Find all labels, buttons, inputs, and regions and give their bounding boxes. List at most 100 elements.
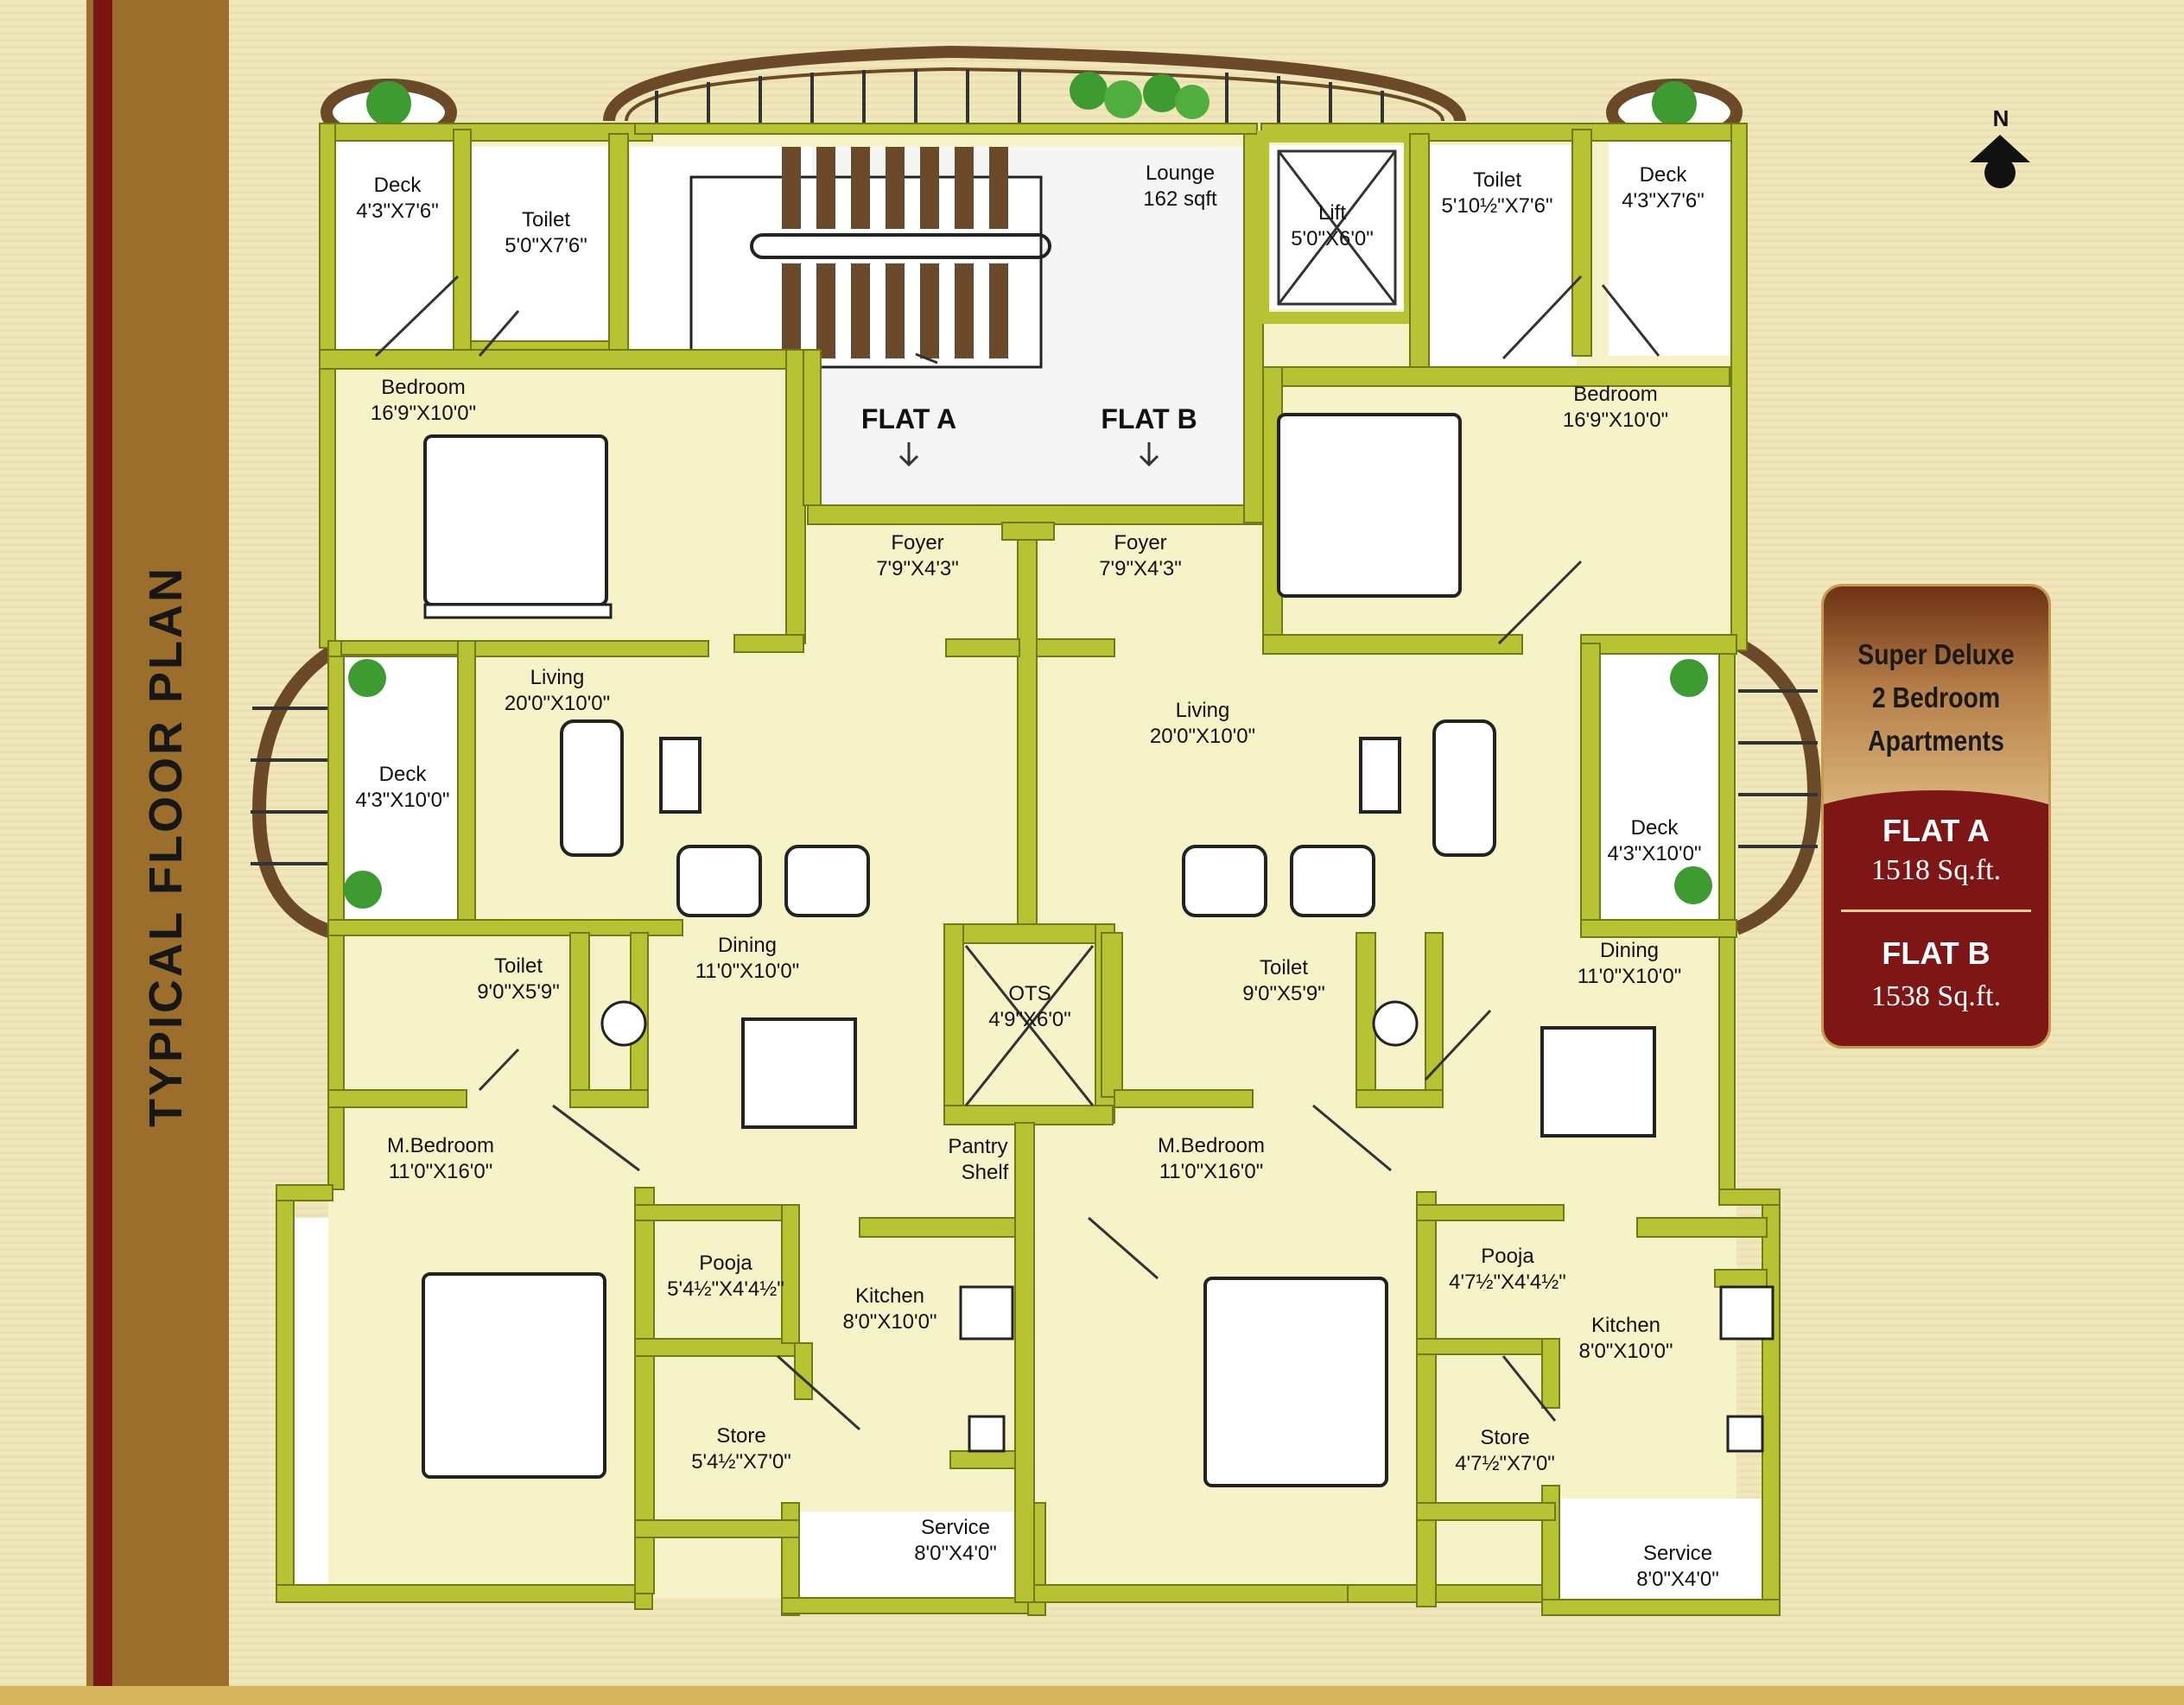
svg-text:Shelf: Shelf xyxy=(962,1161,1009,1184)
svg-text:4'7½"X4'4½": 4'7½"X4'4½" xyxy=(1449,1271,1566,1294)
svg-text:Service: Service xyxy=(1643,1542,1712,1565)
room-label-toilet-top-left: Toilet 5'0"X7'6" xyxy=(505,208,587,257)
room-label-deck-top-right: Deck 4'3"X7'6" xyxy=(1622,163,1705,212)
room-label-deck-mid-left: Deck 4'3"X10'0" xyxy=(356,763,450,812)
svg-text:9'0"X5'9": 9'0"X5'9" xyxy=(1242,982,1325,1005)
room-label-kitchen-a: Kitchen 8'0"X10'0" xyxy=(843,1284,937,1334)
plant-icon xyxy=(344,659,1712,909)
top-balcony xyxy=(603,45,1466,130)
svg-text:7'9"X4'3": 7'9"X4'3" xyxy=(1099,557,1182,580)
svg-text:16'9"X10'0": 16'9"X10'0" xyxy=(371,402,476,425)
room-label-pooja-b: Pooja 4'7½"X4'4½" xyxy=(1449,1245,1566,1294)
room-label-foyer-a: Foyer 7'9"X4'3" xyxy=(876,531,959,580)
card-flat-a-area: 1518 Sq.ft. xyxy=(1870,854,2002,886)
svg-text:Toilet: Toilet xyxy=(1260,956,1308,979)
svg-text:7'9"X4'3": 7'9"X4'3" xyxy=(876,557,959,580)
svg-text:5'0"X6'0": 5'0"X6'0" xyxy=(1291,227,1374,250)
svg-text:Lounge: Lounge xyxy=(1146,162,1215,185)
flat-b-label: FLAT B xyxy=(1101,403,1197,434)
svg-text:Deck: Deck xyxy=(1640,163,1688,187)
svg-text:5'0"X7'6": 5'0"X7'6" xyxy=(505,234,587,257)
svg-text:Kitchen: Kitchen xyxy=(855,1284,924,1308)
svg-text:16'9"X10'0": 16'9"X10'0" xyxy=(1563,409,1668,432)
svg-text:Deck: Deck xyxy=(374,174,422,197)
svg-text:Store: Store xyxy=(716,1424,765,1448)
svg-text:4'3"X7'6": 4'3"X7'6" xyxy=(1622,189,1705,212)
svg-text:Living: Living xyxy=(530,666,585,689)
room-label-foyer-b: Foyer 7'9"X4'3" xyxy=(1099,531,1182,580)
svg-text:Living: Living xyxy=(1176,699,1230,722)
table-icon xyxy=(659,737,1656,1138)
svg-text:8'0"X4'0": 8'0"X4'0" xyxy=(1636,1568,1719,1591)
svg-text:5'4½"X4'4½": 5'4½"X4'4½" xyxy=(667,1277,784,1301)
svg-text:11'0"X16'0": 11'0"X16'0" xyxy=(389,1160,493,1183)
room-label-lift: Lift 5'0"X6'0" xyxy=(1291,201,1374,250)
lift-cross xyxy=(1277,149,1397,306)
svg-text:Foyer: Foyer xyxy=(1114,531,1166,555)
svg-text:Dining: Dining xyxy=(1600,939,1659,962)
svg-text:Foyer: Foyer xyxy=(891,531,943,555)
room-label-pooja-a: Pooja 5'4½"X4'4½" xyxy=(667,1252,784,1301)
card-arc xyxy=(1824,790,2048,894)
card-title-line: 2 Bedroom xyxy=(1871,681,2001,713)
flat-arrow-icon xyxy=(898,442,1159,467)
room-label-service-a: Service 8'0"X4'0" xyxy=(914,1516,997,1565)
walls xyxy=(276,123,1781,1616)
svg-text:4'3"X10'0": 4'3"X10'0" xyxy=(1608,842,1702,865)
svg-text:4'3"X10'0": 4'3"X10'0" xyxy=(356,789,450,812)
svg-text:162 sqft: 162 sqft xyxy=(1143,187,1217,211)
ots-cross xyxy=(964,945,1095,1106)
bed-icon xyxy=(1277,413,1462,598)
svg-text:Bedroom: Bedroom xyxy=(1573,383,1657,406)
sofa-icon xyxy=(560,719,1496,917)
card-title-line: Super Deluxe xyxy=(1857,638,2015,670)
room-label-living-b: Living 20'0"X10'0" xyxy=(1150,699,1255,748)
flat-a-label: FLAT A xyxy=(861,403,956,434)
room-label-bedroom-b: Bedroom 16'9"X10'0" xyxy=(1563,383,1668,432)
side-balcony-right xyxy=(1733,637,1822,935)
north-label: N xyxy=(1992,105,2009,131)
svg-text:Store: Store xyxy=(1480,1426,1529,1449)
svg-text:Dining: Dining xyxy=(718,934,777,957)
room-label-dining-a: Dining 11'0"X10'0" xyxy=(695,934,800,983)
svg-text:Deck: Deck xyxy=(379,763,428,786)
svg-text:8'0"X10'0": 8'0"X10'0" xyxy=(1579,1340,1673,1363)
stove-icon xyxy=(959,1285,1774,1341)
svg-text:Pooja: Pooja xyxy=(699,1252,752,1275)
svg-text:OTS: OTS xyxy=(1008,982,1051,1005)
room-label-pantry: Pantry Shelf xyxy=(948,1135,1008,1184)
svg-text:M.Bedroom: M.Bedroom xyxy=(1158,1134,1265,1157)
card-divider xyxy=(1841,910,2031,912)
room-label-service-b: Service 8'0"X4'0" xyxy=(1636,1542,1719,1591)
svg-text:Deck: Deck xyxy=(1631,816,1679,840)
svg-text:8'0"X10'0": 8'0"X10'0" xyxy=(843,1310,937,1334)
svg-text:9'0"X5'9": 9'0"X5'9" xyxy=(477,980,560,1004)
room-label-deck-top-left: Deck 4'3"X7'6" xyxy=(356,174,439,223)
svg-text:20'0"X10'0": 20'0"X10'0" xyxy=(1150,725,1255,748)
room-label-deck-mid-right: Deck 4'3"X10'0" xyxy=(1608,816,1702,865)
room-label-dining-b: Dining 11'0"X10'0" xyxy=(1578,939,1682,988)
svg-text:4'3"X7'6": 4'3"X7'6" xyxy=(356,200,439,223)
svg-text:M.Bedroom: M.Bedroom xyxy=(387,1134,494,1157)
room-label-kitchen-b: Kitchen 8'0"X10'0" xyxy=(1579,1314,1673,1363)
svg-text:11'0"X10'0": 11'0"X10'0" xyxy=(695,960,800,983)
sink-icon xyxy=(600,1000,1764,1453)
svg-text:Toilet: Toilet xyxy=(494,954,543,978)
card-flat-b-name: FLAT B xyxy=(1882,935,1990,971)
room-label-toilet-top-right: Toilet 5'10½"X7'6" xyxy=(1442,168,1553,218)
svg-text:Toilet: Toilet xyxy=(522,208,570,231)
svg-text:4'9"X6'0": 4'9"X6'0" xyxy=(988,1008,1071,1031)
room-label-living-a: Living 20'0"X10'0" xyxy=(505,666,610,715)
bottom-strip xyxy=(0,1686,2184,1705)
doors xyxy=(374,275,1660,1431)
room-label-toilet-b: Toilet 9'0"X5'9" xyxy=(1242,956,1325,1005)
room-label-toilet-a: Toilet 9'0"X5'9" xyxy=(477,954,560,1004)
bed-icon xyxy=(423,434,613,619)
room-label-ots: OTS 4'9"X6'0" xyxy=(988,982,1071,1031)
room-label-lounge: Lounge 162 sqft xyxy=(1143,162,1217,211)
svg-text:Lift: Lift xyxy=(1318,201,1346,225)
svg-text:Pantry: Pantry xyxy=(948,1135,1007,1158)
svg-text:4'7½"X7'0": 4'7½"X7'0" xyxy=(1455,1452,1555,1475)
svg-text:Bedroom: Bedroom xyxy=(381,376,465,399)
